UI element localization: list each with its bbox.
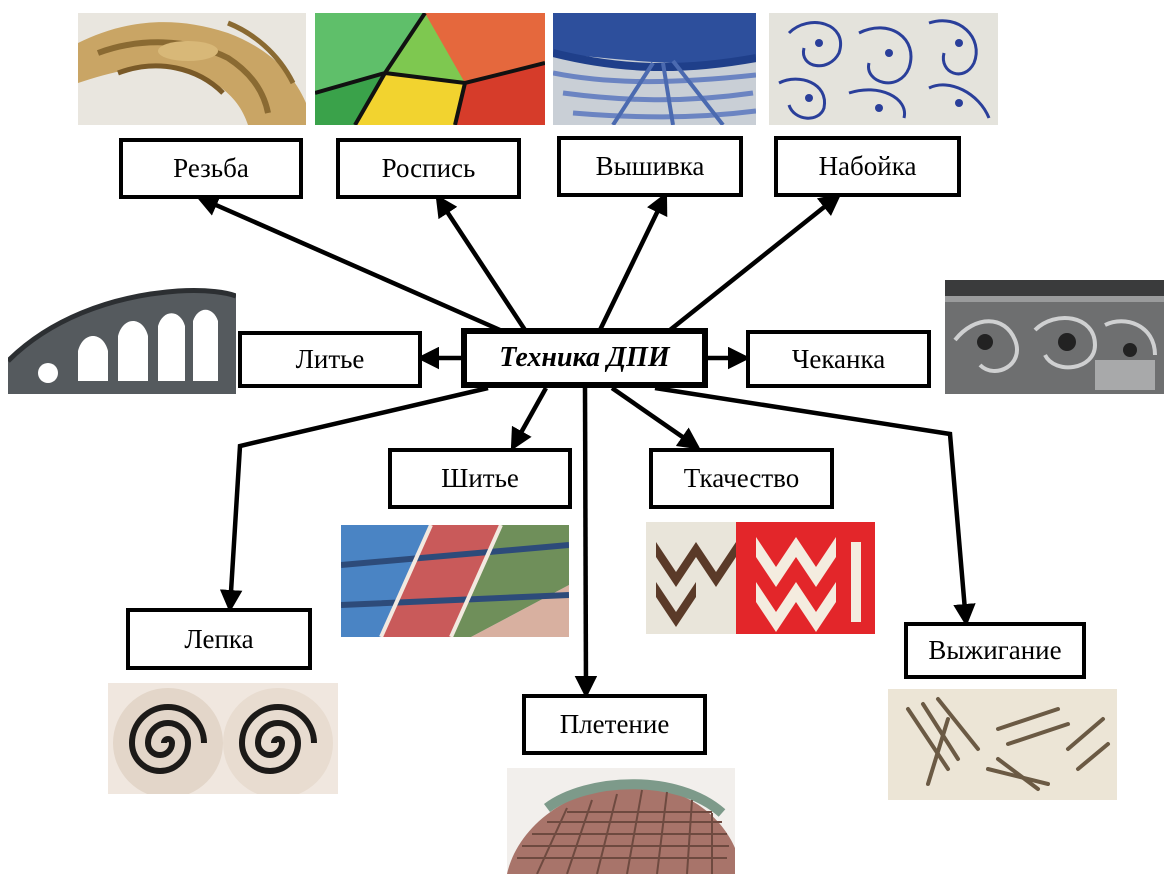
node-carving: Резьба (119, 138, 303, 199)
arrow-to-carving (200, 198, 500, 330)
center-node-dpi-technique: Техника ДПИ (461, 328, 708, 388)
wood-burning-image (888, 689, 1117, 800)
arrow-to-embroidery (600, 196, 665, 330)
block-printing-image (769, 13, 998, 125)
node-embroidery: Вышивка (557, 136, 743, 197)
node-casting: Литье (238, 331, 422, 388)
painting-image (315, 13, 545, 125)
arrow-to-wickerwork (585, 388, 586, 694)
embroidery-image (553, 13, 756, 125)
arrow-to-weaving (612, 388, 697, 447)
metal-casting-image (8, 281, 236, 394)
node-modeling: Лепка (126, 608, 312, 670)
node-chasing: Чеканка (746, 330, 931, 388)
node-sewing: Шитье (388, 448, 572, 509)
weaving-image (646, 522, 875, 634)
arrow-to-sewing (513, 388, 546, 447)
node-wickerwork: Плетение (522, 694, 707, 755)
node-burning: Выжигание (904, 622, 1086, 679)
clay-modeling-image (108, 683, 338, 794)
node-weaving: Ткачество (649, 448, 834, 509)
wood-carving-image (78, 13, 306, 125)
node-printing: Набойка (774, 136, 961, 197)
metal-chasing-image (945, 280, 1164, 394)
arrow-to-printing (670, 196, 838, 330)
patchwork-image (341, 525, 569, 637)
node-painting: Роспись (336, 138, 521, 199)
wicker-basket-image (507, 768, 735, 874)
